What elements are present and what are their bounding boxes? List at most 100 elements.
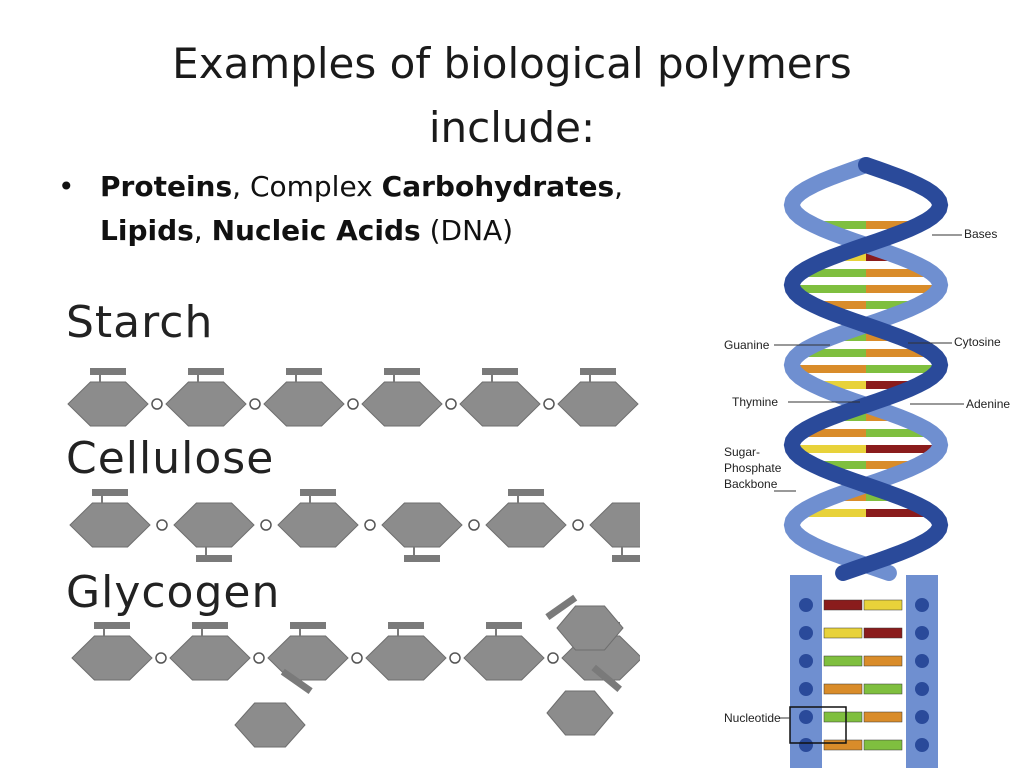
label-nucleotide: Nucleotide <box>724 711 781 725</box>
backbone-strand-back <box>783 157 949 581</box>
glycogen-glycosidic-link <box>253 652 265 664</box>
starch-label: Starch <box>66 297 214 348</box>
backbone-strand-front <box>783 157 949 581</box>
glycogen-branch-ring <box>234 702 306 748</box>
phosphate-group <box>915 682 929 696</box>
bullet-part-dna: (DNA) <box>420 214 514 247</box>
base-pair-right <box>866 461 919 469</box>
glycogen-glycosidic-link <box>351 652 363 664</box>
starch-side-group <box>188 368 224 375</box>
bullet-part-nucleic-acids: Nucleic Acids <box>211 214 421 247</box>
starch-glycosidic-link <box>445 398 457 410</box>
glycogen-branch-group <box>545 594 578 621</box>
base-pair-left <box>800 349 866 357</box>
phosphate-group <box>799 654 813 668</box>
cellulose-sugar-ring <box>381 502 463 548</box>
bullet-part-proteins: Proteins <box>100 170 233 203</box>
bullet-part-sep-3: , <box>193 214 212 247</box>
bullet-part-sep-2: , <box>614 170 624 203</box>
base-pair-right <box>866 285 940 293</box>
base-pair-right <box>866 269 932 277</box>
starch-side-group <box>580 368 616 375</box>
glycogen-branch-group <box>280 668 313 695</box>
base-pair-left <box>813 381 866 389</box>
base-pair-right <box>866 445 940 453</box>
base-pair-left <box>792 445 866 453</box>
base-pair-right <box>866 301 919 309</box>
starch-side-group <box>384 368 420 375</box>
base-pair-right <box>866 509 932 517</box>
glycogen-sugar-ring <box>463 635 545 681</box>
starch-side-group <box>482 368 518 375</box>
cellulose-glycosidic-link <box>156 519 168 531</box>
label-bases: Bases <box>964 227 998 241</box>
glycogen-side-group <box>94 622 130 629</box>
starch-sugar-ring <box>557 381 639 427</box>
phosphate-group <box>915 626 929 640</box>
phosphate-group <box>915 738 929 752</box>
ladder-base-right <box>863 627 903 639</box>
ladder-base-left <box>823 711 863 723</box>
glycogen-branch-ring <box>556 605 624 651</box>
glycogen-glycosidic-link <box>547 652 559 664</box>
base-pair-left <box>800 509 866 517</box>
base-pair-left <box>813 221 866 229</box>
glycogen-side-group <box>388 622 424 629</box>
base-pair-left <box>800 269 866 277</box>
cellulose-glycosidic-link <box>364 519 376 531</box>
starch-sugar-ring <box>263 381 345 427</box>
cellulose-side-group <box>612 555 640 562</box>
starch-glycosidic-link <box>347 398 359 410</box>
dna-helix <box>774 157 964 768</box>
label-backbone-3: Backbone <box>724 477 778 491</box>
glycogen-sugar-ring <box>71 635 153 681</box>
ladder-base-right <box>863 683 903 695</box>
glycogen-sugar-ring <box>169 635 251 681</box>
cellulose-sugar-ring <box>485 502 567 548</box>
base-pair-right <box>866 349 932 357</box>
cellulose-sugar-ring <box>589 502 640 548</box>
cellulose-sugar-ring <box>277 502 359 548</box>
glycogen-label: Glycogen <box>66 567 281 618</box>
ladder-base-right <box>863 711 903 723</box>
cellulose-side-group <box>92 489 128 496</box>
label-adenine: Adenine <box>966 397 1011 411</box>
cellulose-sugar-ring <box>173 502 255 548</box>
polysaccharide-diagram: Starch Cellulose Glycogen <box>60 295 640 755</box>
starch-side-group <box>286 368 322 375</box>
base-pair-left <box>813 461 866 469</box>
label-guanine: Guanine <box>724 338 770 352</box>
label-backbone-2: Phosphate <box>724 461 782 475</box>
base-pair-left <box>792 285 866 293</box>
glycogen-side-group <box>290 622 326 629</box>
base-pair-right <box>866 365 940 373</box>
base-pair-left <box>792 365 866 373</box>
bullet-list: • Proteins, Complex Carbohydrates, Lipid… <box>58 165 738 253</box>
ladder-base-right <box>863 655 903 667</box>
ladder-base-left <box>823 683 863 695</box>
starch-sugar-ring <box>459 381 541 427</box>
phosphate-group <box>915 654 929 668</box>
glycogen-branch-ring <box>546 690 614 736</box>
phosphate-group <box>915 598 929 612</box>
starch-sugar-ring <box>361 381 443 427</box>
bullet-part-carbohydrates: Carbohydrates <box>381 170 615 203</box>
glycogen-sugar-ring <box>267 635 349 681</box>
base-pair-right <box>866 429 932 437</box>
polysaccharide-chains <box>67 368 640 748</box>
phosphate-group <box>915 710 929 724</box>
cellulose-label: Cellulose <box>66 433 275 484</box>
label-cytosine: Cytosine <box>954 335 1001 349</box>
ladder-base-left <box>823 599 863 611</box>
nucleotide-box <box>789 706 847 744</box>
phosphate-group <box>799 682 813 696</box>
starch-glycosidic-link <box>151 398 163 410</box>
cellulose-side-group <box>196 555 232 562</box>
ladder-base-right <box>863 599 903 611</box>
bullet-marker: • <box>58 170 75 203</box>
label-backbone-1: Sugar- <box>724 445 761 459</box>
cellulose-glycosidic-link <box>260 519 272 531</box>
glycogen-sugar-ring <box>365 635 447 681</box>
bullet-part-sep-1: , Complex <box>232 170 382 203</box>
